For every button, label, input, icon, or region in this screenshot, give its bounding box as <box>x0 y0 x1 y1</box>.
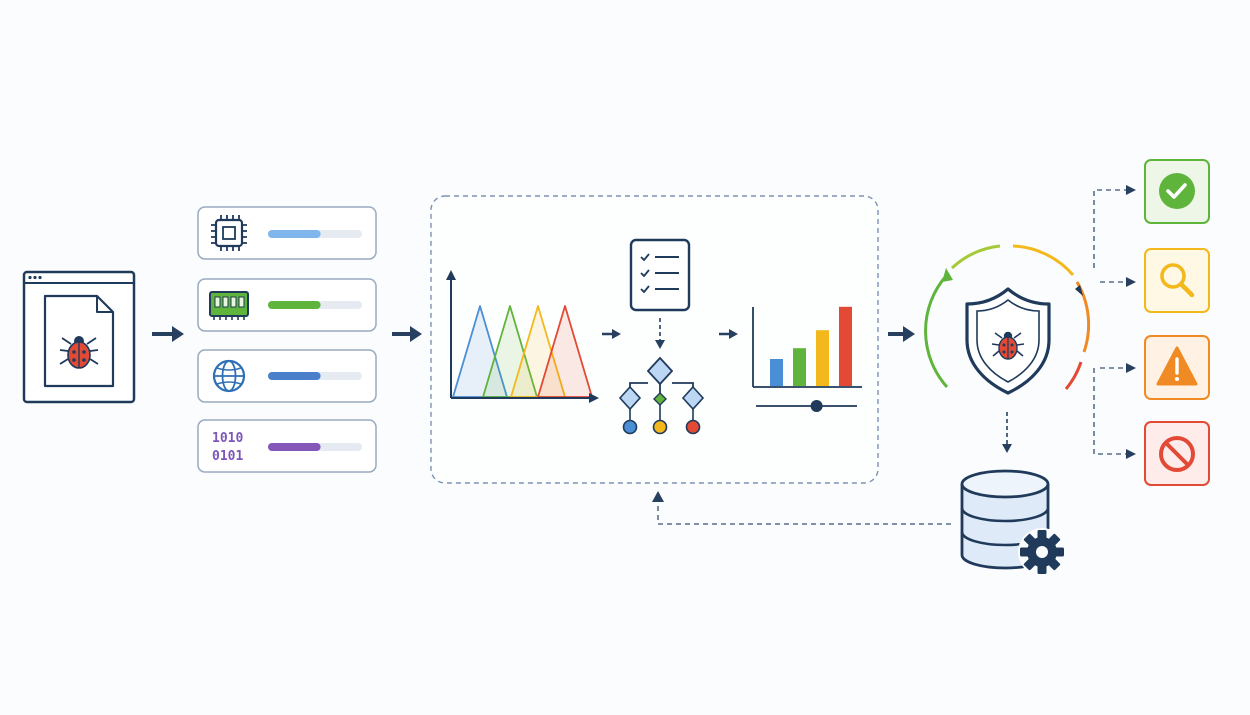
tree-leaf-node <box>622 419 638 435</box>
cpu-icon <box>211 215 247 251</box>
prohibited-icon <box>1159 436 1195 472</box>
globe-icon <box>212 359 246 393</box>
score-bar <box>793 348 806 386</box>
shield-bug-icon <box>991 331 1025 360</box>
memory-icon <box>209 291 249 320</box>
feedback-loop-arrow <box>652 491 951 525</box>
risk-gauge <box>924 244 1091 390</box>
flow-arrow-2 <box>392 326 422 342</box>
binary-line-2: 0101 <box>212 449 243 464</box>
feature-card-memory <box>197 278 377 332</box>
score-bar <box>816 330 829 386</box>
tree-leaf-node <box>685 419 701 435</box>
flow-arrow-1 <box>152 326 184 342</box>
score-bar-chart <box>752 306 862 412</box>
analysis-container <box>430 195 879 484</box>
flow-arrow-5 <box>888 326 915 342</box>
score-bar <box>770 359 783 386</box>
network-bar-fill <box>268 372 321 380</box>
binary-line-1: 1010 <box>212 431 243 446</box>
verdict-warning <box>1144 335 1210 400</box>
gear-icon <box>1018 528 1066 576</box>
feature-card-cpu <box>197 206 377 260</box>
binary-icon: 1010 0101 <box>212 431 243 464</box>
warning-triangle-icon <box>1156 346 1198 386</box>
threshold-slider-knob <box>810 400 823 412</box>
flow-arrow-3 <box>602 329 621 339</box>
feature-card-network <box>197 349 377 403</box>
verdict-connectors <box>1093 189 1128 455</box>
verdict-suspicious <box>1144 248 1210 313</box>
checklist-icon <box>629 238 691 312</box>
decision-tree-icon <box>618 356 705 435</box>
flow-arrow-4 <box>719 329 738 339</box>
magnifier-icon <box>1160 263 1195 298</box>
score-bar <box>839 306 852 386</box>
verdict-arrowheads <box>1126 185 1136 459</box>
tree-leaf-node <box>652 419 668 435</box>
checklist-to-tree-arrow <box>655 318 665 349</box>
bug-icon <box>59 336 99 369</box>
shield-to-database-arrow <box>1002 412 1012 453</box>
cpu-bar-fill <box>268 230 321 238</box>
distribution-chart <box>446 270 599 403</box>
verdict-blocked <box>1144 421 1210 486</box>
verdict-benign <box>1144 159 1210 224</box>
malware-file-window <box>22 270 136 404</box>
feature-card-binary: 1010 0101 <box>197 419 377 473</box>
binary-bar-fill <box>268 443 321 451</box>
memory-bar-fill <box>268 301 321 309</box>
check-circle-icon <box>1159 173 1195 209</box>
